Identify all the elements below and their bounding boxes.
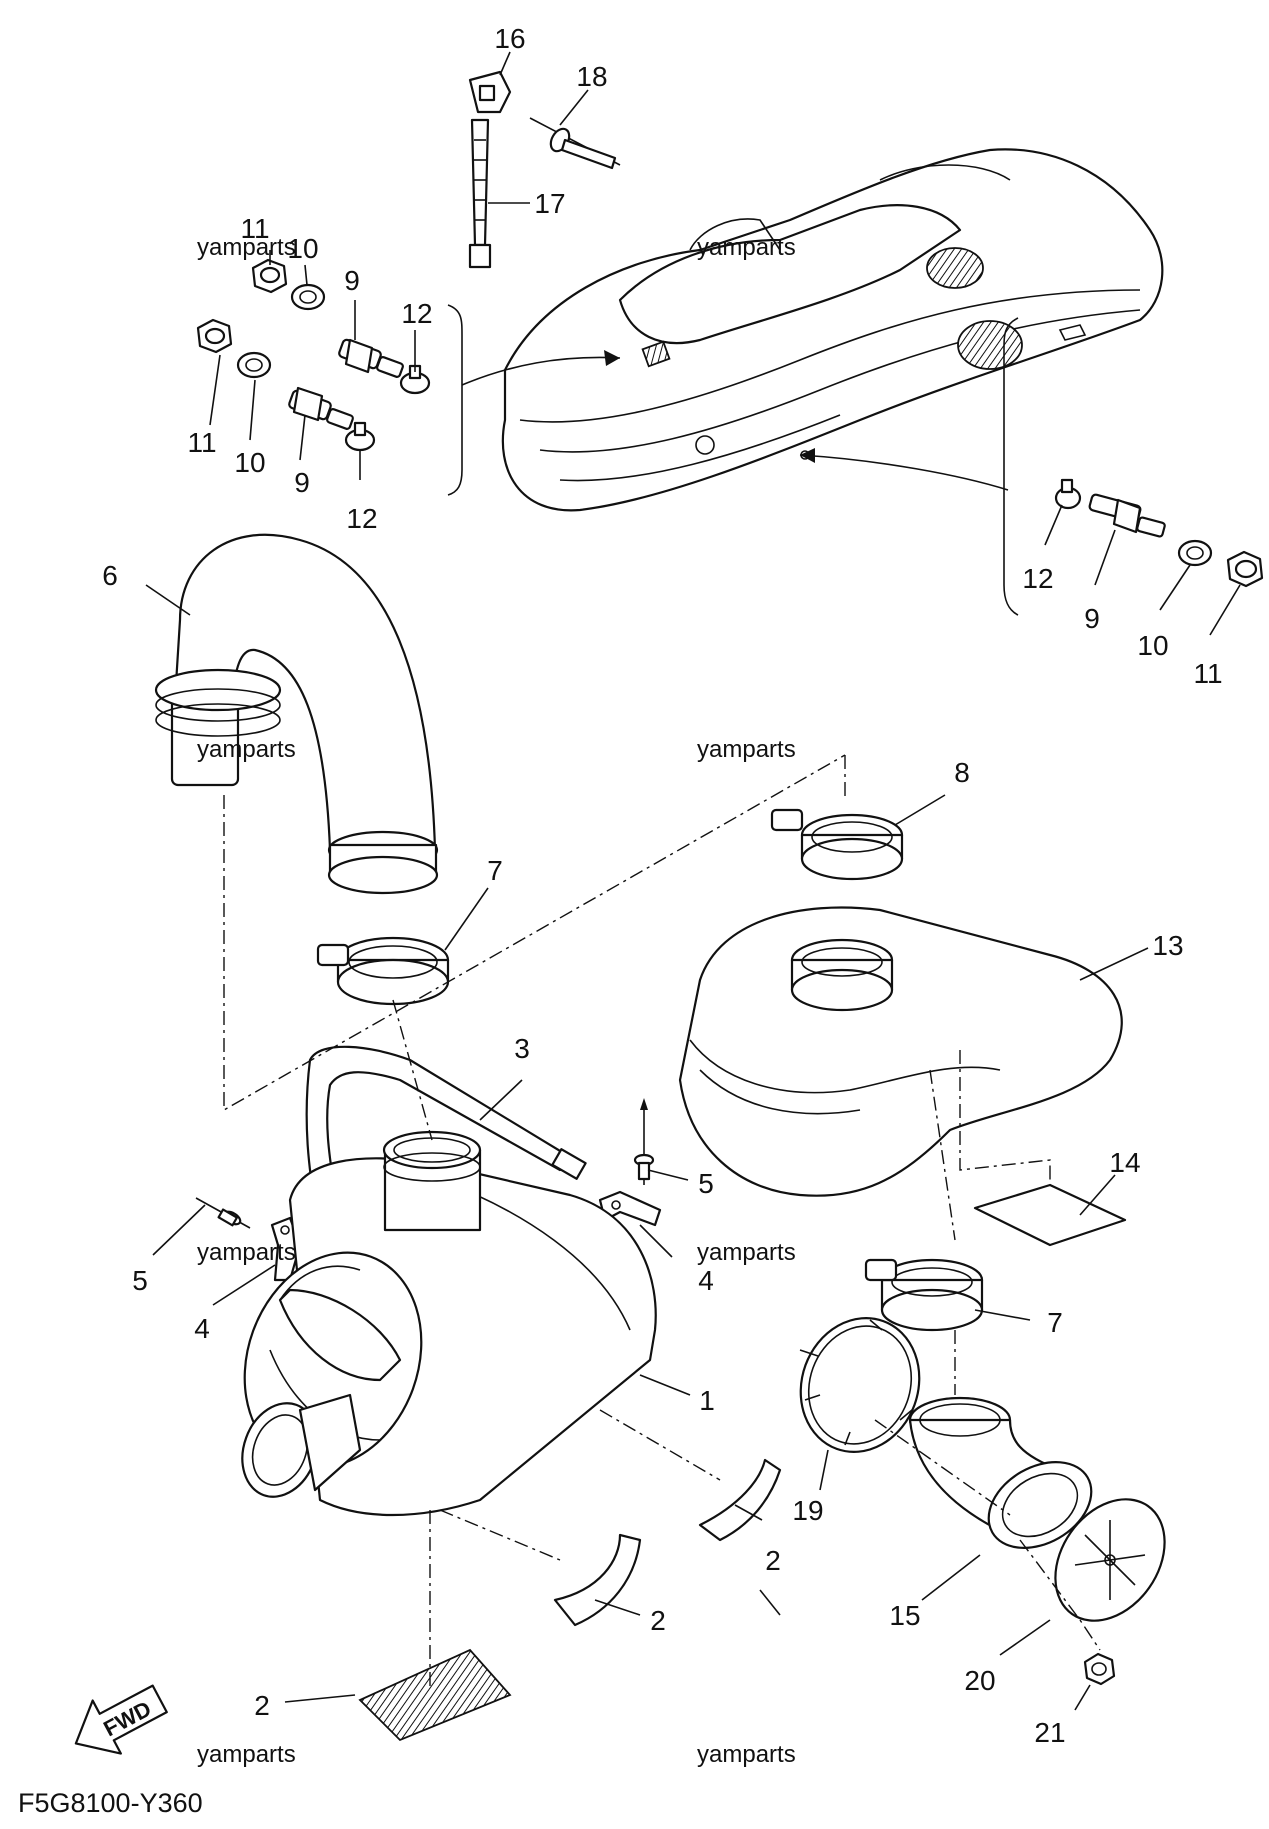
watermark: yamparts [697, 1741, 796, 1768]
callout-19: 19 [792, 1495, 823, 1526]
callout-9: 9 [1084, 603, 1100, 634]
callout-2: 2 [650, 1605, 666, 1636]
callout-17: 17 [534, 188, 565, 219]
bolt-ring-19 [799, 1316, 921, 1454]
callout-8: 8 [954, 757, 970, 788]
duct-6 [154, 533, 439, 895]
nut-11-upper [251, 258, 288, 294]
nipple-9-upper [338, 338, 404, 378]
rivet-5-left [195, 1197, 251, 1229]
callout-1: 1 [699, 1385, 715, 1416]
watermark: yamparts [197, 1239, 296, 1266]
nipple-9-lower [288, 386, 354, 430]
rivet-5-right [633, 1098, 655, 1185]
watermark: yamparts [697, 1239, 796, 1266]
callout-20: 20 [964, 1665, 995, 1696]
washer-10-lower [236, 351, 272, 379]
pad-14 [973, 1183, 1127, 1247]
callout-5: 5 [698, 1168, 714, 1199]
diagram-code: F5G8100-Y360 [18, 1788, 203, 1818]
rivet-18 [529, 117, 621, 170]
watermark: yamparts [197, 1741, 296, 1768]
nut-11-right [1226, 550, 1264, 588]
callout-2: 2 [254, 1690, 270, 1721]
nut-21 [1083, 1652, 1116, 1686]
watermark: yamparts [697, 234, 796, 261]
fwd-arrow-icon [74, 1684, 168, 1755]
silencer-tank-13 [678, 906, 1123, 1197]
callout-12: 12 [401, 298, 432, 329]
clip-12-lower [344, 421, 376, 452]
callout-10: 10 [1137, 630, 1168, 661]
callout-7: 7 [1047, 1307, 1063, 1338]
nipple-9-right [1088, 493, 1166, 538]
callout-12: 12 [1022, 563, 1053, 594]
washer-10-upper [290, 283, 326, 311]
callout-2: 2 [765, 1545, 781, 1576]
callout-4: 4 [194, 1313, 210, 1344]
watermark: yamparts [697, 736, 796, 763]
callout-13: 13 [1152, 930, 1183, 961]
callout-21: 21 [1034, 1717, 1065, 1748]
clip-12-right [1054, 478, 1082, 510]
clamp-16 [468, 70, 512, 114]
elbow-15 [908, 1396, 1093, 1549]
callout-15: 15 [889, 1600, 920, 1631]
callout-9: 9 [294, 467, 310, 498]
shield-2-middle [553, 1533, 642, 1627]
fitting-group-left [196, 258, 431, 452]
callout-10: 10 [287, 233, 318, 264]
callout-7: 7 [487, 855, 503, 886]
shield-2-right [698, 1458, 782, 1542]
muffler-body-1 [241, 1130, 657, 1517]
hose-clamp-8 [770, 808, 904, 881]
hose-clamp-7-lower [864, 1258, 984, 1332]
watermark: yamparts [197, 736, 296, 763]
callout-11: 11 [187, 427, 216, 458]
callout-4: 4 [698, 1265, 714, 1296]
fitting-group-right [1054, 478, 1264, 588]
callout-11: 11 [240, 213, 269, 244]
washer-10-right [1177, 539, 1213, 567]
callout-6: 6 [102, 560, 118, 591]
callout-10: 10 [234, 447, 265, 478]
cover-plate-20 [1054, 1498, 1166, 1622]
watermark: yamparts [197, 234, 296, 261]
hose-clamp-7-upper [316, 936, 450, 1006]
callout-16: 16 [494, 23, 525, 54]
callout-5: 5 [132, 1265, 148, 1296]
callout-14: 14 [1109, 1147, 1140, 1178]
callout-3: 3 [514, 1033, 530, 1064]
callout-18: 18 [576, 61, 607, 92]
cable-tie-17 [468, 118, 492, 269]
callout-9: 9 [344, 265, 360, 296]
nut-11-lower [196, 318, 233, 354]
shield-2-lower [358, 1648, 512, 1742]
callout-12: 12 [346, 503, 377, 534]
watercraft-hull [501, 148, 1164, 512]
callout-11: 11 [1193, 658, 1222, 689]
